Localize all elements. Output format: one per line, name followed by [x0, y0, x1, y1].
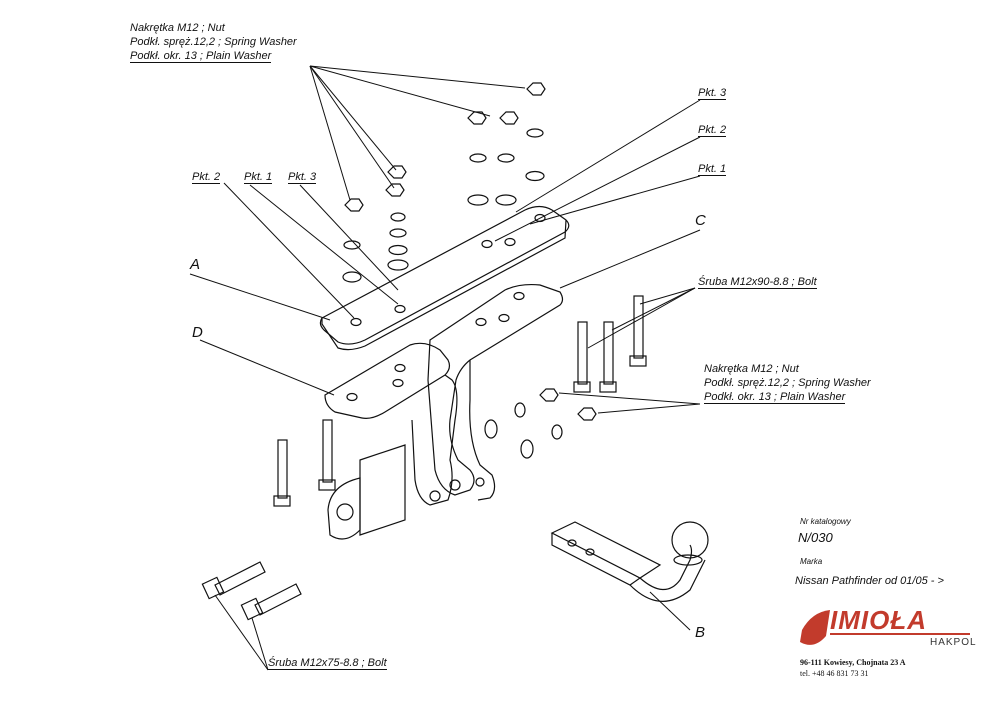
nut-label-right-1: Nakrętka M12 ; Nut: [704, 363, 799, 375]
bolt-m12x75-vertical: [273, 419, 336, 507]
part-d-letter: D: [192, 324, 203, 341]
brand-value: Nissan Pathfinder od 01/05 - >: [795, 575, 944, 587]
bracket-d-hole: [346, 392, 358, 402]
ball-mount-bar: [550, 521, 662, 579]
ball-mount-hole: [585, 548, 595, 556]
catalog-label: Nr katalogowy: [800, 517, 851, 526]
plate-a-edge: [321, 219, 567, 351]
bolt-m12x90: [573, 295, 647, 393]
company-logo: IMIOŁA: [830, 605, 927, 635]
socket-plate: [359, 444, 406, 536]
tow-ball-collar: [673, 554, 703, 566]
brand-label: Marka: [800, 557, 823, 566]
bracket-c-hole: [475, 317, 487, 327]
nuts-washers-right: [484, 388, 597, 459]
bolt-75-label: Śruba M12x75-8.8 ; Bolt: [268, 657, 387, 670]
bracket-d-leg: [411, 374, 458, 506]
nut-label-top-2: Podkł. spręż.12,2 ; Spring Washer: [130, 36, 297, 48]
bolt-m12x75-diagonal: [201, 561, 302, 621]
ball-neck-2: [629, 559, 706, 602]
bracket-d-hole: [394, 363, 406, 373]
nut-label-right-2: Podkł. spręż.12,2 ; Spring Washer: [704, 377, 871, 389]
logo-underline: [830, 633, 970, 635]
nuts-washers-top: [342, 82, 546, 283]
part-c-letter: C: [695, 212, 706, 229]
bracket-c-hole: [498, 313, 510, 323]
pkt2-right-label: Pkt. 2: [698, 124, 727, 137]
pkt1-left-label: Pkt. 1: [244, 171, 273, 184]
part-a-letter: A: [190, 256, 201, 273]
ball-neck: [639, 544, 693, 591]
nut-label-top-1: Nakrętka M12 ; Nut: [130, 22, 225, 34]
bracket-d-hole: [429, 490, 441, 502]
bracket-c-hole: [475, 477, 485, 487]
company-sub: HAKPOL: [930, 637, 977, 648]
plate-a-hole: [481, 239, 493, 249]
pkt1-right-label: Pkt. 1: [698, 163, 727, 176]
bracket-d: [324, 342, 451, 419]
bracket-c-side: [469, 360, 496, 501]
bracket-c: [427, 283, 564, 496]
leader-lines: [189, 65, 701, 671]
plate-a-hole: [504, 237, 516, 247]
pkt2-left-label: Pkt. 2: [192, 171, 221, 184]
plate-a-hole: [394, 304, 406, 314]
nut-label-right-3: Podkł. okr. 13 ; Plain Washer: [704, 391, 846, 404]
company-phone: tel. +48 46 831 73 31: [800, 669, 869, 678]
tow-ball: [671, 521, 709, 559]
company-address: 96-111 Kowiesy, Chojnata 23 A: [800, 658, 906, 667]
socket-cutout: [336, 503, 354, 521]
bracket-c-hole: [513, 291, 525, 301]
socket-body: [327, 477, 361, 540]
pkt3-left-label: Pkt. 3: [288, 171, 317, 184]
bracket-c-hole: [449, 479, 461, 491]
bolt-90-label: Śruba M12x90-8.8 ; Bolt: [698, 276, 817, 289]
nut-label-top-3: Podkł. okr. 13 ; Plain Washer: [130, 50, 272, 63]
plate-a-hole: [350, 317, 362, 327]
plate-a: [319, 205, 570, 345]
part-b-letter: B: [695, 624, 706, 641]
logo-swoosh: [800, 610, 830, 645]
bracket-d-hole: [392, 378, 404, 388]
ball-mount-bar-side: [551, 533, 641, 586]
pkt3-top-label: Pkt. 3: [698, 87, 727, 100]
ball-mount-hole: [567, 539, 577, 547]
catalog-number: N/030: [798, 530, 833, 545]
